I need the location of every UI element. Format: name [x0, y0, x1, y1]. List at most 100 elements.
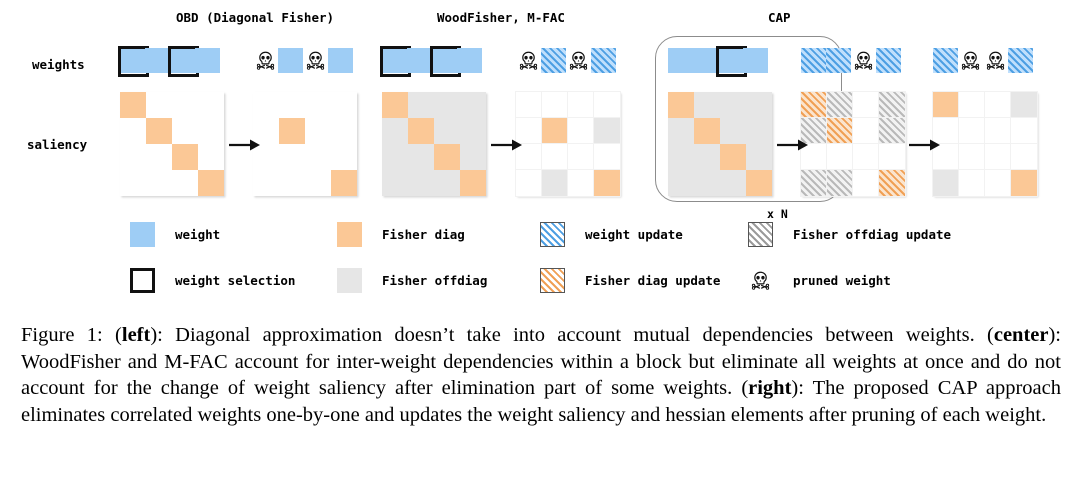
- pruned-weight-icon: [253, 48, 278, 73]
- legend-swatch-hatch-orange: [540, 268, 565, 293]
- matrix-cell-orange: [460, 170, 486, 196]
- legend-label: Fisher diag update: [585, 273, 721, 288]
- wf-weights-before: [380, 46, 482, 77]
- matrix-cell-orange: [198, 170, 224, 196]
- matrix-cell-gray: [434, 92, 460, 118]
- matrix-cell-white: [593, 91, 621, 119]
- matrix-cell-white: [593, 143, 621, 171]
- legend-fisher-offdiag-update: Fisher offdiag update: [748, 222, 951, 247]
- weight-selection-cell: [430, 46, 461, 77]
- matrix-cell-gray: [746, 118, 772, 144]
- matrix-cell-gray: [694, 144, 720, 170]
- arrow-obd: [228, 137, 262, 153]
- arrow-wf: [490, 137, 524, 153]
- matrix-cell-white: [1010, 143, 1038, 171]
- matrix-cell-white: [567, 91, 595, 119]
- matrix-cell-white: [852, 143, 880, 171]
- matrix-cell-white: [172, 170, 198, 196]
- matrix-cell-gray: [408, 144, 434, 170]
- matrix-cell-orange: [382, 92, 408, 118]
- weight-cell: [328, 48, 353, 73]
- row-label-saliency: saliency: [27, 137, 88, 152]
- matrix-cell-orange: [593, 169, 621, 197]
- matrix-cell-orange: [1010, 169, 1038, 197]
- matrix-cell-white: [120, 144, 146, 170]
- matrix-cell-orange: [279, 118, 305, 144]
- weight-update-cell: [876, 48, 901, 73]
- weight-update-cell: [933, 48, 958, 73]
- cap-saliency-after: [932, 91, 1038, 197]
- matrix-cell-white: [146, 144, 172, 170]
- obd-saliency-after: [253, 92, 357, 196]
- matrix-cell-gray: [668, 118, 694, 144]
- matrix-cell-gray: [460, 118, 486, 144]
- legend-swatch-hatch-blue: [540, 222, 565, 247]
- legend-label: Fisher diag: [382, 227, 465, 242]
- legend-swatch-orange: [337, 222, 362, 247]
- matrix-cell-white: [279, 170, 305, 196]
- matrix-cell-white: [984, 143, 1012, 171]
- matrix-cell-white: [253, 144, 279, 170]
- matrix-cell-white: [120, 170, 146, 196]
- matrix-cell-white: [515, 169, 543, 197]
- column-title-2: CAP: [768, 10, 791, 25]
- matrix-cell-white: [198, 92, 224, 118]
- matrix-cell-white: [567, 169, 595, 197]
- weight-cell: [668, 48, 693, 73]
- matrix-cell-gray: [408, 92, 434, 118]
- arrow-cap-outer: [908, 137, 942, 153]
- matrix-cell-gray: [382, 170, 408, 196]
- matrix-cell-white: [515, 117, 543, 145]
- matrix-cell-orange: [172, 144, 198, 170]
- matrix-cell-gray: [434, 118, 460, 144]
- matrix-cell-gray: [720, 92, 746, 118]
- matrix-cell-gray: [694, 92, 720, 118]
- matrix-cell-orange: [720, 144, 746, 170]
- obd-saliency-before: [120, 92, 224, 196]
- weight-selection-cell: [168, 46, 199, 77]
- matrix-cell-white: [878, 143, 906, 171]
- matrix-cell-white: [852, 91, 880, 119]
- matrix-cell-gray: [408, 170, 434, 196]
- pruned-weight-icon: [748, 268, 773, 293]
- legend-swatch-blue: [130, 222, 155, 247]
- matrix-cell-hatch-gray: [826, 169, 854, 197]
- legend-weight-selection: weight selection: [130, 268, 295, 293]
- matrix-cell-orange: [541, 117, 569, 145]
- weight-selection-cell: [716, 46, 747, 77]
- matrix-cell-white: [305, 92, 331, 118]
- weight-update-cell: [801, 48, 826, 73]
- weight-selection-cell: [380, 46, 411, 77]
- matrix-cell-white: [958, 169, 986, 197]
- matrix-cell-white: [172, 92, 198, 118]
- matrix-cell-white: [198, 118, 224, 144]
- legend-fisher-offdiag: Fisher offdiag: [337, 268, 487, 293]
- column-title-1: WoodFisher, M-FAC: [437, 10, 565, 25]
- matrix-cell-gray: [746, 144, 772, 170]
- matrix-cell-white: [958, 117, 986, 145]
- matrix-cell-white: [279, 144, 305, 170]
- matrix-cell-white: [800, 143, 828, 171]
- matrix-cell-white: [331, 118, 357, 144]
- matrix-cell-hatch-gray: [800, 169, 828, 197]
- matrix-cell-white: [172, 118, 198, 144]
- matrix-cell-white: [305, 170, 331, 196]
- wf-saliency-before: [382, 92, 486, 196]
- matrix-cell-gray: [593, 117, 621, 145]
- matrix-cell-orange: [694, 118, 720, 144]
- matrix-cell-white: [567, 143, 595, 171]
- matrix-cell-gray: [746, 92, 772, 118]
- matrix-cell-gray: [382, 144, 408, 170]
- matrix-cell-orange: [408, 118, 434, 144]
- pruned-weight-icon: [958, 48, 983, 73]
- legend-label: Fisher offdiag update: [793, 227, 952, 242]
- legend-swatch-outline: [130, 268, 155, 293]
- matrix-cell-gray: [460, 92, 486, 118]
- legend-weight: weight: [130, 222, 220, 247]
- matrix-cell-white: [826, 143, 854, 171]
- matrix-cell-white: [331, 92, 357, 118]
- wf-saliency-after: [515, 91, 621, 197]
- matrix-cell-white: [515, 143, 543, 171]
- matrix-cell-orange: [120, 92, 146, 118]
